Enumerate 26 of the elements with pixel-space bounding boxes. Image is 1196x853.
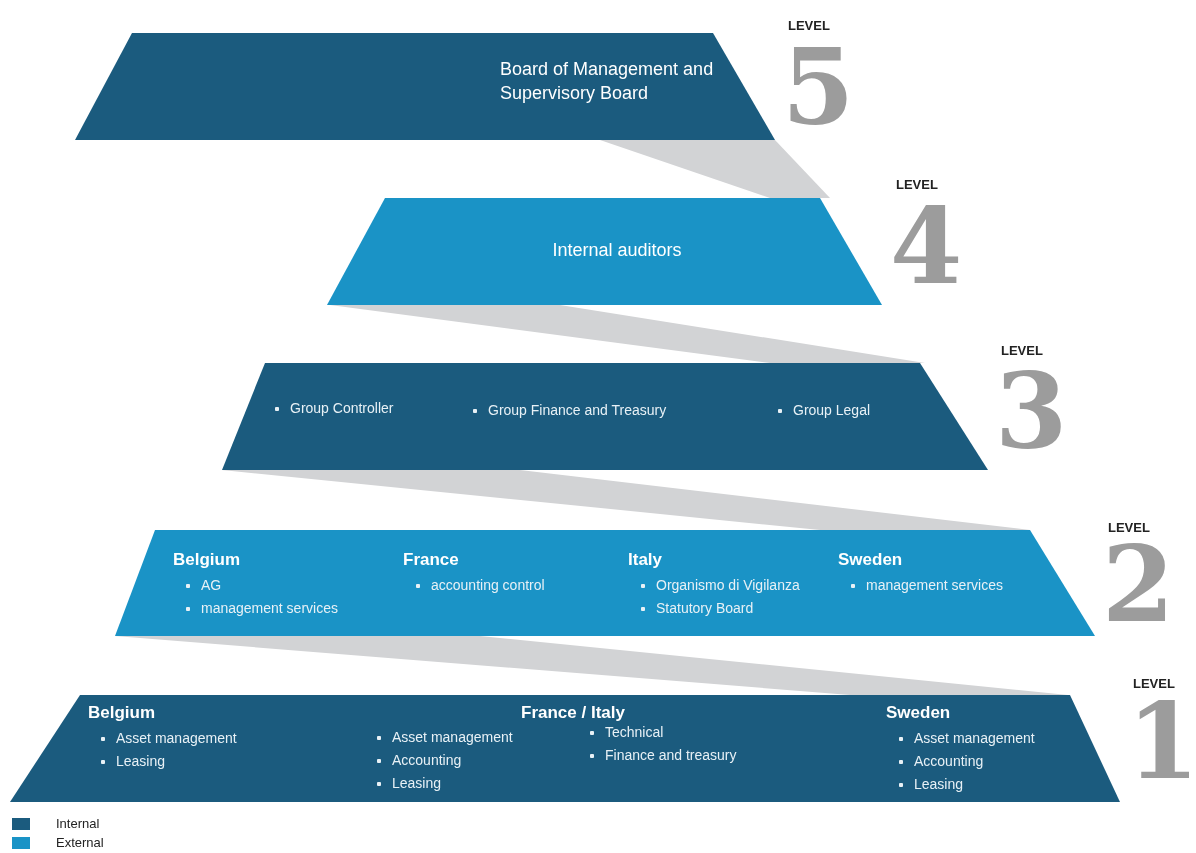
legend-label: External — [56, 835, 104, 850]
pyramid-tier — [222, 363, 988, 470]
region-heading: Belgium — [173, 550, 241, 570]
level-label: LEVEL — [1001, 343, 1043, 358]
region-heading: France / Italy — [521, 703, 625, 723]
tier-label: Internal auditors — [552, 239, 682, 262]
region-heading: Sweden — [838, 550, 903, 570]
level-number: 3 — [995, 360, 1068, 464]
level-number: 5 — [782, 36, 855, 140]
region-heading: Sweden — [886, 703, 951, 723]
level-label: LEVEL — [896, 177, 938, 192]
region-heading: Belgium — [88, 703, 156, 723]
legend-label: Internal — [56, 816, 100, 831]
region-heading: Italy — [628, 550, 663, 570]
pyramid-tier — [115, 530, 1095, 636]
level-label: LEVEL — [1133, 676, 1175, 691]
pyramid-tier — [75, 33, 775, 140]
region-heading: France — [403, 550, 459, 570]
pyramid-tier — [327, 198, 882, 305]
level-label: LEVEL — [788, 18, 830, 33]
level-number: 4 — [890, 195, 963, 299]
pyramid-tier — [10, 695, 1120, 802]
tier-label: Board of Management and Supervisory Board — [500, 58, 715, 105]
level-number: 1 — [1127, 690, 1196, 794]
level-label: LEVEL — [1108, 520, 1150, 535]
level-number: 2 — [1102, 533, 1175, 637]
